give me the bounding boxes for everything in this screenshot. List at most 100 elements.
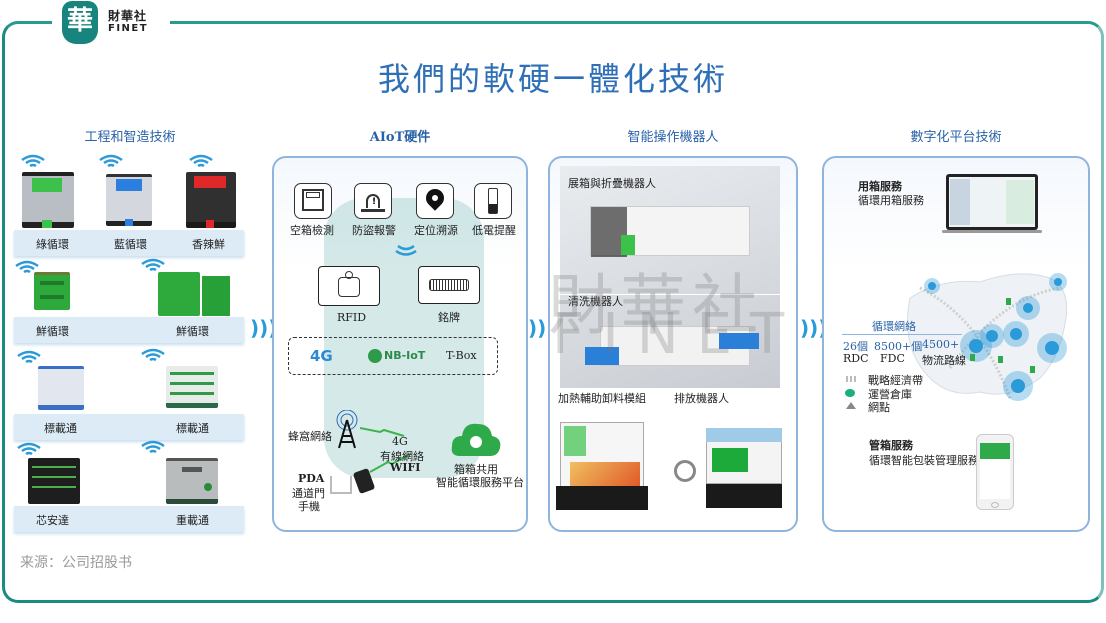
column-title-aiot: AIoT硬件 — [369, 130, 431, 145]
column-title-digital: 數字化平台技術 — [910, 130, 1002, 145]
connectivity-nbiot: NB-IoT — [384, 349, 426, 362]
sensor-label: 空箱檢測 — [290, 224, 334, 237]
link-label: WIFI — [390, 461, 421, 474]
stat-label: 物流路線 — [922, 354, 966, 367]
brand-name-cn: 財華社 — [108, 9, 148, 23]
product-label: 芯安達 — [36, 514, 69, 527]
column-title-engineering: 工程和智造技術 — [84, 130, 176, 145]
service-title: 用箱服務 — [858, 180, 902, 193]
sensor-label: 低電提醒 — [472, 224, 516, 237]
device-label: 手機 — [298, 500, 320, 513]
product-label: 綠循環 — [36, 238, 69, 251]
wifi-icon — [99, 154, 123, 168]
wifi-icon — [141, 258, 165, 272]
cell-tower-icon — [336, 410, 358, 449]
wifi-icon — [141, 348, 165, 362]
product-label: 重載通 — [176, 514, 209, 527]
page-title: 我們的軟硬一體化技術 — [377, 60, 728, 98]
stat-value: 8500+個 — [874, 340, 923, 353]
connectivity-group — [288, 337, 498, 375]
column-title-robots: 智能操作機器人 — [627, 130, 719, 145]
product-image-core-safe — [28, 458, 80, 504]
economic-belt-legend-icon — [846, 376, 856, 382]
legend-label: 運營倉庫 — [868, 388, 912, 401]
sensor-label: 防盜報警 — [352, 224, 396, 237]
alarm-siren-icon: ! — [354, 183, 392, 219]
globe-icon — [368, 349, 382, 363]
legend-label: 網點 — [868, 401, 890, 414]
wifi-icon — [17, 350, 41, 364]
product-label: 標載通 — [44, 422, 77, 435]
finet-logo-icon: 華 — [62, 1, 98, 44]
connectivity-tbox: T-Box — [446, 349, 477, 362]
product-image-fresh-loop-large — [158, 272, 230, 316]
service-subtitle: 循環智能包裝管理服務 — [869, 454, 979, 467]
robot-label: 排放機器人 — [674, 392, 729, 405]
robot-label: 清洗機器人 — [568, 295, 623, 308]
china-network-map — [907, 273, 1068, 401]
product-label: 鮮循環 — [36, 325, 69, 338]
product-image-standard-carrier-blue — [38, 366, 84, 410]
outlet-legend-icon — [846, 402, 856, 409]
service-title: 管箱服務 — [869, 439, 913, 452]
low-battery-icon — [474, 183, 512, 219]
link-label: 4G — [392, 435, 408, 448]
network-title: 循環網絡 — [872, 320, 916, 333]
product-label: 鮮循環 — [176, 325, 209, 338]
brand-name: 財華社 FINET — [108, 9, 149, 35]
tag-label-nameplate: 銘牌 — [438, 311, 460, 324]
device-label: 通道門 — [292, 487, 325, 500]
brand-name-en: FINET — [108, 23, 149, 34]
wifi-down-icon — [395, 244, 417, 256]
gate-icon — [330, 476, 352, 494]
product-label-row-1: 綠循環 藍循環 香辣鮮 — [14, 230, 244, 256]
connectivity-4g: 4G — [310, 347, 333, 365]
device-label: PDA — [298, 472, 325, 485]
sensor-label: 定位溯源 — [414, 224, 458, 237]
laptop-dashboard-image — [942, 174, 1042, 234]
folding-robot-image — [590, 206, 750, 257]
wireless-link-icon — [360, 427, 411, 473]
stat-value: 4500+ — [922, 338, 960, 351]
product-image-green-loop — [22, 172, 74, 228]
outer-frame — [2, 21, 1104, 603]
washing-robot-image — [585, 326, 759, 366]
product-image-standard-carrier-green — [166, 366, 218, 408]
robot-photos — [560, 166, 780, 388]
network-divider — [842, 334, 962, 335]
robot-label: 展箱與折疊機器人 — [568, 177, 656, 190]
robot-label: 加熱輔助卸料模組 — [558, 392, 646, 405]
product-image-spicy-fresh — [186, 172, 236, 228]
cellular-network-label: 蜂窩網絡 — [288, 430, 332, 443]
product-label-row-4: 芯安達 重載通 — [14, 506, 244, 532]
service-subtitle: 循環用箱服務 — [858, 194, 924, 207]
empty-box-detect-icon — [294, 183, 332, 219]
source-note: 来源：公司招股书 — [20, 555, 132, 571]
stat-label: RDC — [843, 352, 869, 365]
wifi-icon — [17, 442, 41, 456]
product-image-heavy-carrier — [166, 458, 218, 504]
product-label: 香辣鮮 — [192, 238, 225, 251]
wifi-icon — [15, 260, 39, 274]
link-label: 有線網絡 — [380, 450, 424, 463]
product-image-fresh-loop-small — [34, 272, 70, 310]
wifi-icon — [141, 440, 165, 454]
product-label-row-3: 標載通 標載通 — [14, 414, 244, 440]
rfid-tag-icon — [318, 266, 380, 306]
legend-label: 戰略經濟帶 — [868, 374, 923, 387]
product-label: 藍循環 — [114, 238, 147, 251]
platform-label: 箱箱共用 — [454, 463, 498, 476]
stat-label: FDC — [880, 352, 905, 365]
warehouse-legend-icon — [845, 389, 855, 397]
wifi-icon — [21, 154, 45, 168]
mobile-app-image — [976, 434, 1014, 510]
product-image-blue-loop — [106, 174, 152, 226]
wifi-icon — [189, 154, 213, 168]
heating-module-image — [556, 418, 648, 514]
cloud-platform-icon — [451, 423, 501, 456]
discharge-robot-image — [672, 398, 790, 514]
barcode-nameplate-icon — [418, 266, 480, 304]
location-pin-icon — [416, 183, 454, 219]
product-label-row-2: 鮮循環 鮮循環 — [14, 317, 244, 343]
stat-value: 26個 — [843, 340, 868, 353]
